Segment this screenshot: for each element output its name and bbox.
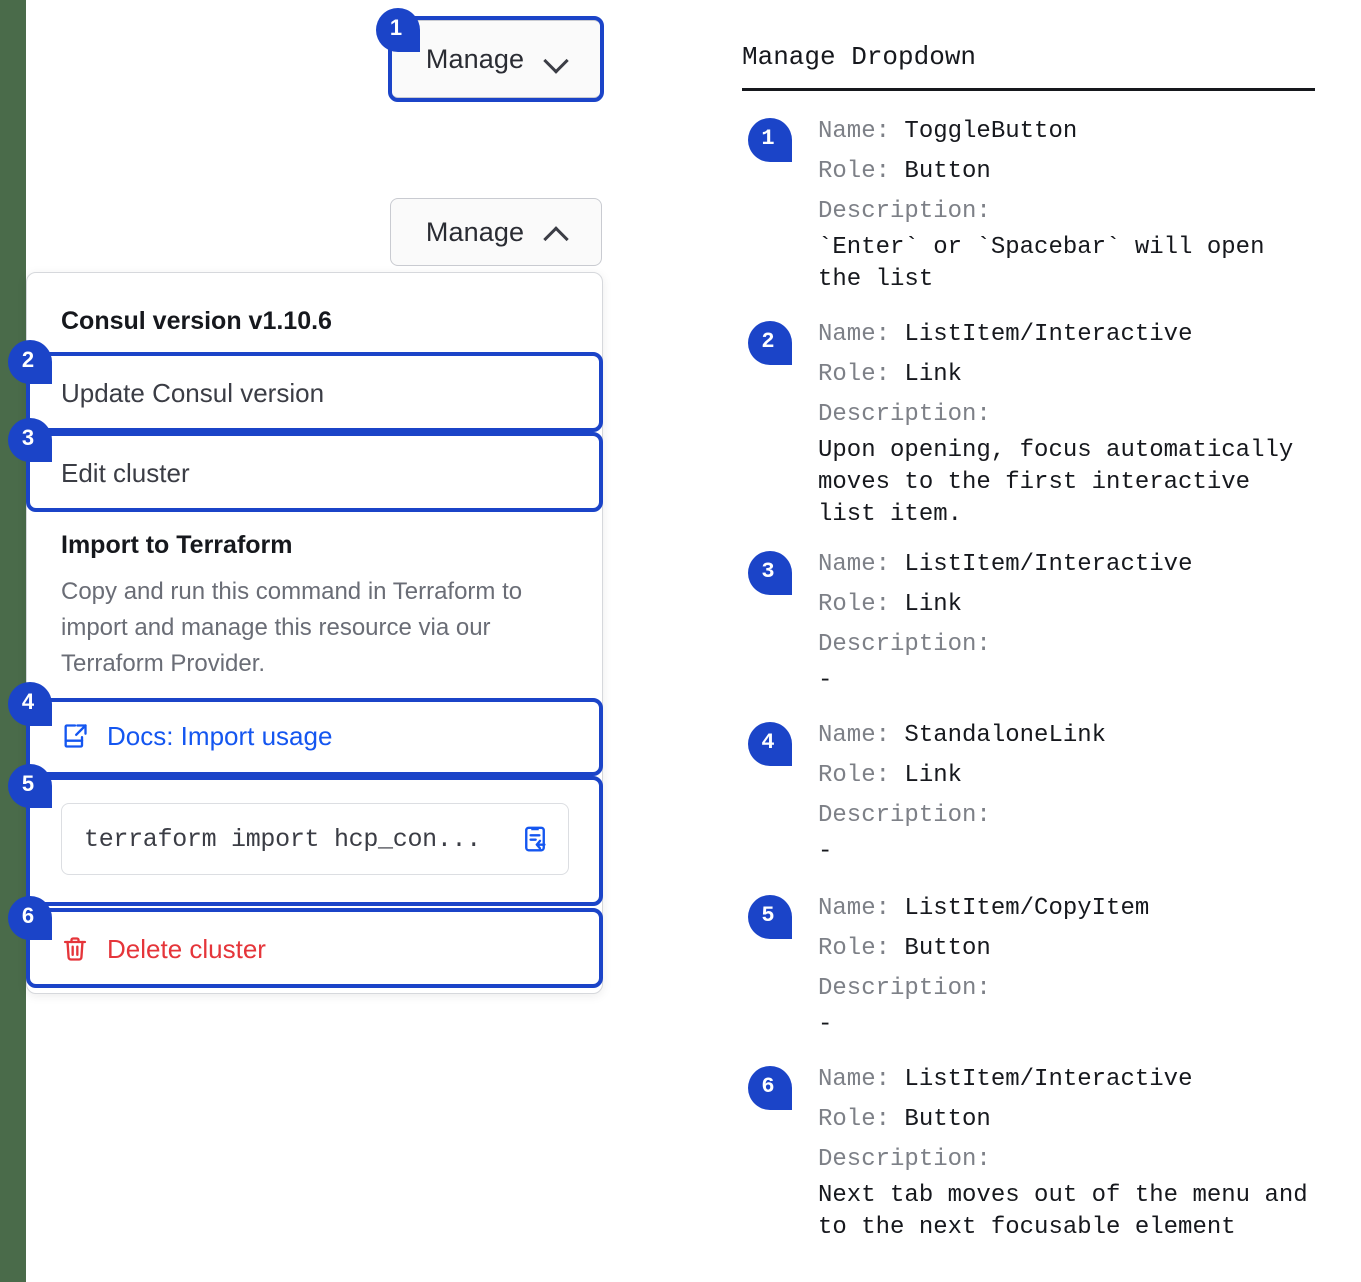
manage-toggle-button-expanded[interactable]: Manage xyxy=(390,198,602,266)
manage-button-label: Manage xyxy=(425,43,525,74)
name-label: Name: xyxy=(818,895,891,922)
entry-name: ListItem/CopyItem xyxy=(904,895,1150,922)
menu-item-edit-cluster[interactable]: Edit cluster xyxy=(27,433,604,513)
trash-icon xyxy=(61,935,89,963)
annotation-badge-4: 4 xyxy=(8,682,52,726)
annotation-legend-panel: Manage Dropdown 1 Name: ToggleButton Rol… xyxy=(742,0,1342,1282)
entry-role: Button xyxy=(904,158,991,185)
description-label: Description: xyxy=(818,401,991,428)
terraform-section-description: Copy and run this command in Terraform t… xyxy=(61,578,523,677)
terraform-command-text: terraform import hcp_con... xyxy=(84,824,481,854)
entry-description-line: - xyxy=(818,667,833,694)
role-label: Role: xyxy=(818,361,891,388)
annotation-badge-4-legend: 4 xyxy=(748,722,792,766)
consul-version-header: Consul version v1.10.6 xyxy=(61,307,332,335)
name-label: Name: xyxy=(818,118,891,145)
entry-name: ToggleButton xyxy=(904,118,1078,145)
entry-name: ListItem/Interactive xyxy=(904,551,1193,578)
annotation-badge-2-legend: 2 xyxy=(748,321,792,365)
menu-item-label: Update Consul version xyxy=(61,377,325,408)
annotation-badge-5-legend: 5 xyxy=(748,895,792,939)
legend-entry: 5 Name: ListItem/CopyItem Role: Button D… xyxy=(742,889,1342,1041)
entry-description-line: the list xyxy=(818,266,934,293)
role-label: Role: xyxy=(818,591,891,618)
entry-description-line: - xyxy=(818,1011,833,1038)
clipboard-copy-icon[interactable] xyxy=(520,824,550,854)
menu-item-label: Edit cluster xyxy=(61,457,190,488)
entry-description-line: to the next focusable element xyxy=(818,1214,1236,1241)
entry-description-line: Upon opening, focus automatically xyxy=(818,437,1294,464)
manage-toggle-button-collapsed[interactable]: Manage xyxy=(390,20,602,98)
description-label: Description: xyxy=(818,1146,991,1173)
entry-role: Button xyxy=(904,1106,991,1133)
annotated-dropdown-preview: Manage 1 Manage Consul version v1.10.6 U… xyxy=(0,0,700,1282)
entry-role: Link xyxy=(904,762,963,789)
legend-entry: 3 Name: ListItem/Interactive Role: Link … xyxy=(742,545,1342,697)
name-label: Name: xyxy=(818,321,891,348)
delete-cluster-label: Delete cluster xyxy=(107,933,266,964)
menu-item-delete-cluster[interactable]: Delete cluster xyxy=(27,909,604,989)
legend-entry: 2 Name: ListItem/Interactive Role: Link … xyxy=(742,315,1342,531)
terraform-section-title: Import to Terraform xyxy=(61,531,293,559)
legend-entry: 6 Name: ListItem/Interactive Role: Butto… xyxy=(742,1060,1342,1244)
menu-item-update-consul-version[interactable]: Update Consul version xyxy=(27,353,604,433)
legend-title: Manage Dropdown xyxy=(742,42,977,72)
description-label: Description: xyxy=(818,631,991,658)
description-label: Description: xyxy=(818,198,991,225)
entry-description-line: - xyxy=(818,838,833,865)
description-label: Description: xyxy=(818,975,991,1002)
entry-description-line: list item. xyxy=(818,501,963,528)
entry-role: Link xyxy=(904,591,963,618)
annotation-badge-3-legend: 3 xyxy=(748,551,792,595)
annotation-badge-6-legend: 6 xyxy=(748,1066,792,1110)
terraform-command-copy-field[interactable]: terraform import hcp_con... xyxy=(61,803,569,875)
entry-role: Button xyxy=(904,935,991,962)
legend-entry: 1 Name: ToggleButton Role: Button Descri… xyxy=(742,112,1342,296)
import-to-terraform-section: Import to Terraform Copy and run this co… xyxy=(61,531,571,682)
name-label: Name: xyxy=(818,722,891,749)
annotation-badge-3: 3 xyxy=(8,418,52,462)
chevron-up-icon xyxy=(546,222,566,242)
annotation-badge-1: 1 xyxy=(376,8,420,52)
description-label: Description: xyxy=(818,802,991,829)
docs-link-label: Docs: Import usage xyxy=(107,720,333,751)
chevron-down-icon xyxy=(546,49,566,69)
menu-item-docs-import-usage[interactable]: Docs: Import usage xyxy=(27,697,604,775)
annotation-badge-5: 5 xyxy=(8,764,52,808)
legend-divider xyxy=(742,88,1315,91)
entry-description-line: moves to the first interactive xyxy=(818,469,1251,496)
role-label: Role: xyxy=(818,762,891,789)
entry-description-line: `Enter` or `Spacebar` will open xyxy=(818,234,1265,261)
entry-description-line: Next tab moves out of the menu and xyxy=(818,1182,1308,1209)
legend-entry: 4 Name: StandaloneLink Role: Link Descri… xyxy=(742,716,1342,868)
name-label: Name: xyxy=(818,1066,891,1093)
page-edge-strip xyxy=(0,0,26,1282)
annotation-badge-1-legend: 1 xyxy=(748,118,792,162)
name-label: Name: xyxy=(818,551,891,578)
annotation-badge-2: 2 xyxy=(8,340,52,384)
entry-role: Link xyxy=(904,361,963,388)
annotation-badge-6: 6 xyxy=(8,896,52,940)
entry-name: ListItem/Interactive xyxy=(904,1066,1193,1093)
role-label: Role: xyxy=(818,1106,891,1133)
entry-name: StandaloneLink xyxy=(904,722,1107,749)
external-link-docs-icon xyxy=(61,722,89,750)
entry-name: ListItem/Interactive xyxy=(904,321,1193,348)
role-label: Role: xyxy=(818,158,891,185)
manage-button-label-expanded: Manage xyxy=(425,216,525,247)
manage-dropdown-panel: Consul version v1.10.6 Update Consul ver… xyxy=(26,272,603,994)
role-label: Role: xyxy=(818,935,891,962)
